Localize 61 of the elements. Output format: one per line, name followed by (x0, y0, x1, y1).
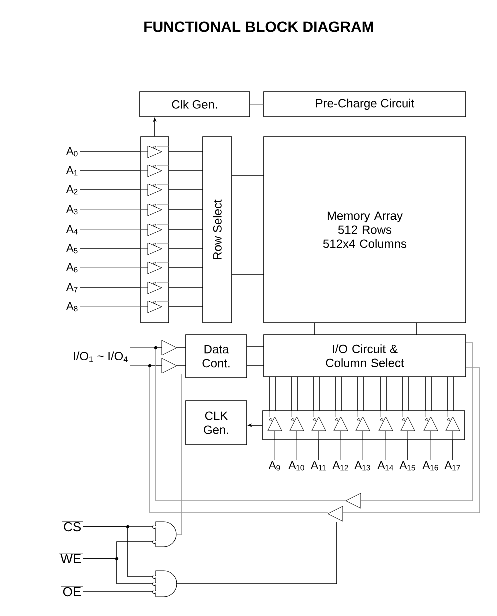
pin-label: A$_{2}$ (66, 185, 78, 195)
io-circuit-box: I/O Circuit & Column Select (264, 334, 466, 378)
pin-label: A$_{12}$ (332, 461, 348, 471)
precharge-box: Pre-Charge Circuit (264, 92, 466, 118)
signal-line (362, 440, 364, 460)
row-select-box: Row Select (202, 136, 232, 324)
pin-label: A$_{13}$ (354, 461, 370, 471)
signal-line (80, 306, 141, 308)
signal-line (82, 557, 152, 584)
signal-line (452, 440, 454, 460)
signal-line (246, 346, 264, 366)
clock-generator-box: Clk Gen. (140, 92, 250, 118)
title: FUNCTIONAL BLOCK DIAGRAM (144, 22, 374, 32)
pin-label: A$_{8}$ (66, 302, 78, 312)
signal-line (80, 170, 141, 172)
pin-label: WE (58, 554, 84, 564)
signal-line (314, 322, 418, 336)
signal-line (250, 104, 264, 105)
pin-label: A$_{0}$ (66, 147, 78, 157)
memory-array-box: Memory Array 512 Rows 512x4 Columns (264, 136, 466, 324)
pin-label: A$_{6}$ (66, 263, 78, 273)
signal-line (168, 152, 204, 308)
pin-label: A$_{16}$ (422, 461, 438, 471)
pin-label: A$_{3}$ (66, 205, 78, 215)
pin-label: CS (62, 522, 84, 532)
signal-line (176, 348, 186, 366)
signal-line (82, 525, 152, 578)
signal-line (232, 176, 264, 276)
pin-label: A$_{1}$ (66, 166, 78, 176)
signal-line (80, 248, 141, 250)
address-buffer-bank (140, 136, 170, 324)
signal-line (176, 374, 182, 536)
buffer-drawing (162, 340, 178, 374)
pin-label: A$_{10}$ (288, 461, 304, 471)
signal-line (130, 364, 328, 514)
and-gate (152, 570, 178, 598)
pin-label: A$_{17}$ (444, 461, 460, 471)
signal-line (430, 440, 432, 460)
clock-generator-box: CLK Gen. (186, 400, 248, 446)
signal-line (360, 342, 474, 502)
pin-label: A$_{9}$ (268, 461, 280, 471)
and-gate (152, 522, 177, 548)
signal-line (340, 440, 342, 460)
pin-label: A$_{11}$ (311, 461, 326, 471)
pin-label: A$_{5}$ (66, 244, 78, 254)
column-buffer-bank (262, 410, 466, 440)
signal-line (318, 440, 320, 460)
signal-line (296, 440, 298, 460)
signal-line (270, 376, 454, 412)
signal-line (342, 368, 480, 514)
pin-label: A$_{15}$ (400, 461, 416, 471)
signal-line (130, 346, 346, 502)
pin-label: OE (61, 586, 84, 597)
signal-line (176, 522, 338, 584)
data-control-box: Data Cont. (186, 334, 248, 378)
buffer-drawing (328, 493, 362, 522)
pin-label: A$_{4}$ (66, 225, 78, 235)
pin-label: A$_{14}$ (378, 461, 394, 471)
pin-label: I/O$_{1}$ ~ I/O$_{4}$ (74, 352, 128, 362)
signal-line (274, 440, 276, 460)
pin-label: A$_{7}$ (66, 283, 78, 293)
